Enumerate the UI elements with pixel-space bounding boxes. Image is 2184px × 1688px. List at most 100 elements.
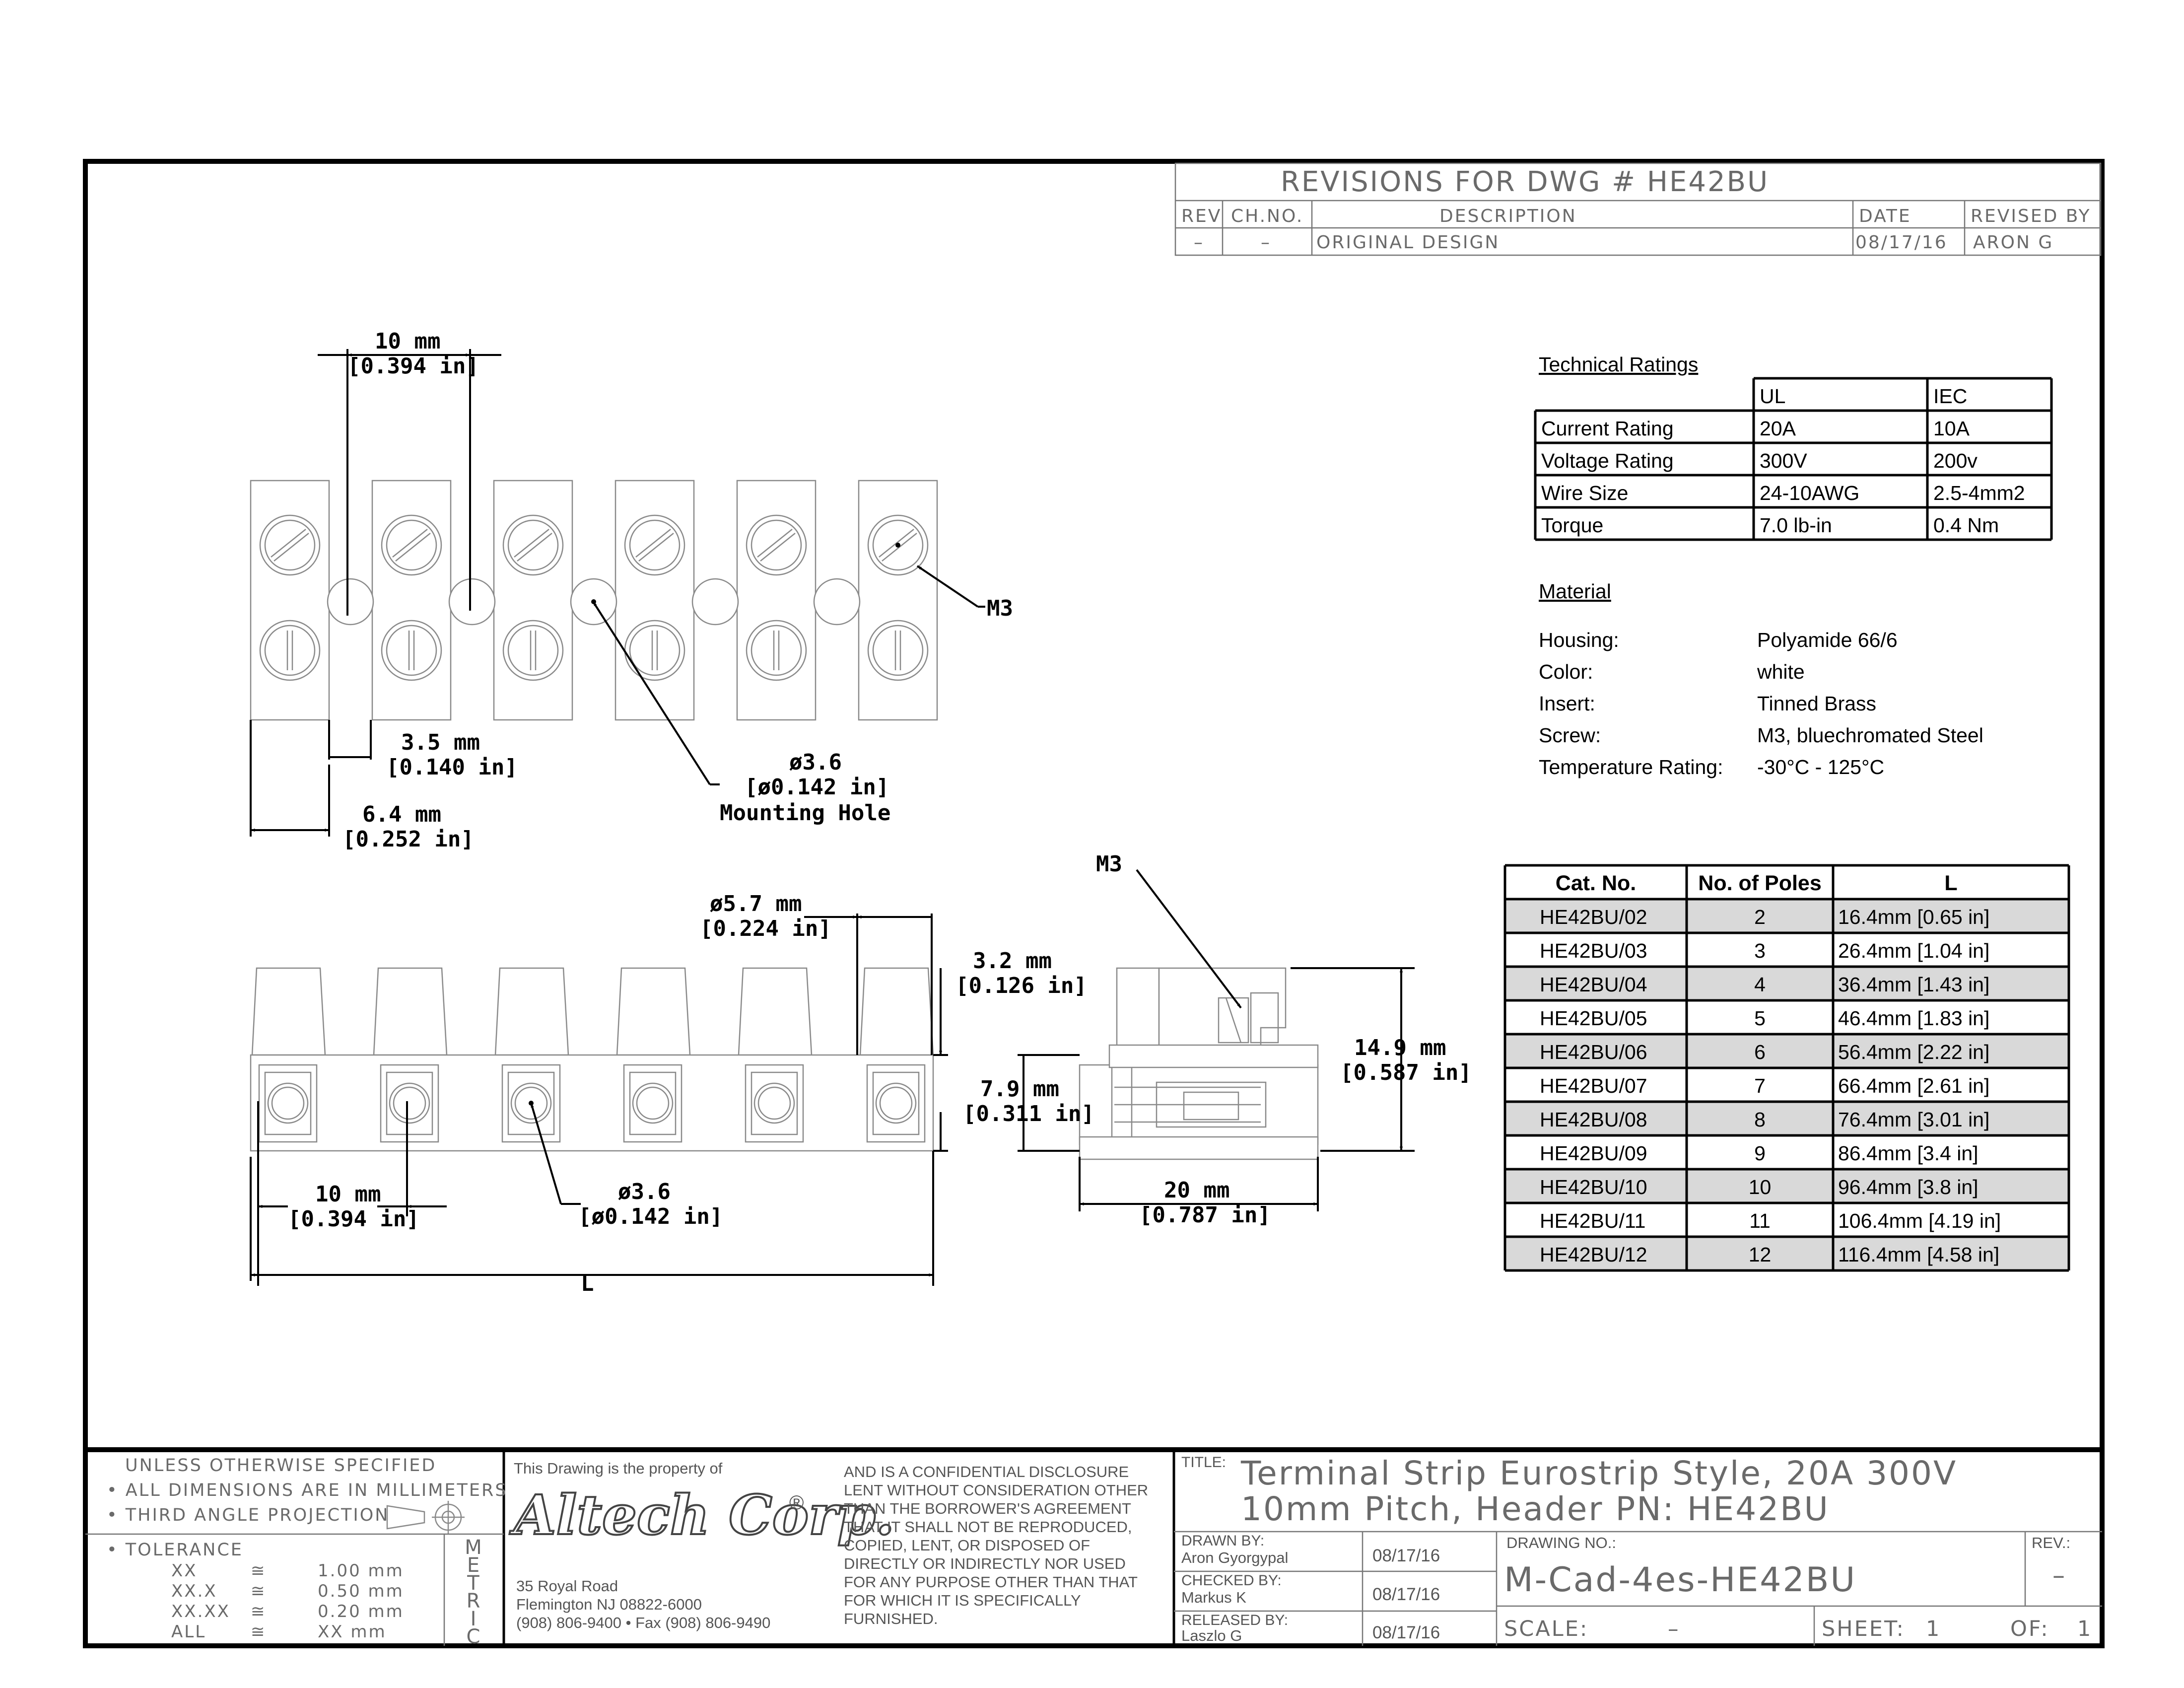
step-mm-label: 3.2 mm [973,948,1052,974]
company-address-line: Flemington NJ 08822-6000 [516,1596,702,1613]
front-view-dimensions: ø5.7 mm [0.224 in] 3.2 mm [0.126 in] 10 … [250,891,1087,1296]
metric-letter: C [467,1625,482,1648]
catalog-cat-no: HE42BU/06 [1540,1041,1647,1063]
material-value: Polyamide 66/6 [1757,629,1898,651]
catalog-cat-no: HE42BU/04 [1540,973,1647,996]
catalog-length: 106.4mm [4.19 in] [1838,1209,2001,1232]
material-label: Temperature Rating: [1539,756,1723,778]
material-value: M3, bluechromated Steel [1757,724,1983,747]
revisions-title: REVISIONS FOR DWG # HE42BU [1281,166,1769,198]
step-in-label: [0.126 in] [956,973,1087,998]
catalog-header-poles: No. of Poles [1698,871,1821,895]
catalog-length: 96.4mm [3.8 in] [1838,1176,1979,1198]
pole-body [858,480,938,721]
rating-label: Voltage Rating [1541,449,1674,472]
catalog-poles: 4 [1754,973,1766,996]
depth-in-label: [0.787 in] [1139,1202,1271,1228]
top-view-dimensions: 10 mm [0.394 in] 3.5 mm [0.140 in] 6.4 m… [250,329,1013,852]
pole-body [250,480,330,721]
wire-entry-cap [251,967,326,1056]
terminal-screw-icon [746,620,807,681]
front-view [250,967,934,1152]
catalog-cat-no: HE42BU/07 [1540,1074,1647,1097]
rating-value: 200v [1933,449,1978,472]
drawing-no-label: DRAWING NO.: [1506,1534,1616,1551]
company-address-line: 35 Royal Road [516,1577,618,1595]
all-dims-note: • ALL DIMENSIONS ARE IN MILLIMETERS [107,1480,508,1500]
rating-value: 300V [1760,449,1807,472]
pole-body [736,480,817,721]
catalog-poles: 2 [1754,906,1766,928]
wire-entry-cap [494,967,569,1056]
confidential-line: AND IS A CONFIDENTIAL DISCLOSURE [844,1463,1129,1480]
tolerance-sign: ≅ [251,1581,267,1601]
tolerance-value: 1.00 mm [318,1561,404,1581]
catalog-cat-no: HE42BU/10 [1540,1176,1647,1198]
base-in-label: [0.311 in] [963,1101,1094,1126]
catalog-poles: 9 [1754,1142,1766,1165]
catalog-header-cat-no: Cat. No. [1556,871,1636,895]
catalog-header-length: L [1944,871,1957,895]
ratings-col-ul: UL [1760,385,1785,408]
tolerance-sign: ≅ [251,1561,267,1581]
confidential-line: FOR WHICH IT IS SPECIFICALLY [844,1592,1081,1609]
rating-label: Current Rating [1541,417,1674,440]
pitch-in-label: [0.394 in] [347,353,479,379]
terminal-screw-icon [867,620,929,681]
front-hole-in-label: [ø0.142 in] [578,1204,723,1229]
depth-mm-label: 20 mm [1164,1178,1229,1203]
metric-letter: E [467,1554,481,1577]
company-address-line: (908) 806-9400 • Fax (908) 806-9490 [516,1614,770,1631]
metric-letter: T [467,1572,480,1595]
terminal-screw-icon [381,620,442,681]
catalog-cat-no: HE42BU/08 [1540,1108,1647,1131]
wire-entry-icon [745,1064,804,1143]
drawn-date: 08/17/16 [1372,1546,1440,1565]
material-section: Material Housing:Polyamide 66/6Color:whi… [1539,580,1983,778]
catalog-row-shade [1505,1102,2069,1135]
tolerance-value: 0.50 mm [318,1581,404,1601]
pole-body [614,480,695,721]
material-label: Color: [1539,660,1593,683]
tolerance-class: ALL [171,1622,206,1642]
catalog-length: 46.4mm [1.83 in] [1838,1007,1989,1030]
catalog-poles: 7 [1754,1074,1766,1097]
title-line1: Terminal Strip Eurostrip Style, 20A 300V [1240,1454,1957,1492]
base-mm-label: 7.9 mm [980,1076,1059,1102]
title-label: TITLE: [1181,1454,1226,1471]
length-label: L [581,1271,594,1296]
screw-side-label: M3 [1096,851,1122,877]
catalog-cat-no: HE42BU/12 [1540,1243,1647,1266]
material-label: Housing: [1539,629,1619,651]
checked-by-value: Markus K [1181,1589,1246,1606]
mounting-hole-label: Mounting Hole [720,800,890,826]
rev-row-date: 08/17/16 [1855,232,1948,253]
wire-clamp-screw-icon [502,514,564,576]
rev-header-chno: CH.NO. [1231,206,1303,226]
catalog-length: 76.4mm [3.01 in] [1838,1108,1989,1131]
cap-mm-label: ø5.7 mm [710,891,802,916]
screw-top-label: M3 [987,596,1013,621]
pitch-mm-label: 10 mm [375,329,440,354]
wire-clamp-screw-icon [259,514,321,576]
catalog-poles: 12 [1749,1243,1772,1266]
wire-entry-cap [616,967,691,1056]
released-by-value: Laszlo G [1181,1627,1242,1644]
catalog-cat-no: HE42BU/11 [1540,1209,1645,1232]
width-mm-label: 6.4 mm [362,802,441,827]
confidential-line: LENT WITHOUT CONSIDERATION OTHER [844,1481,1148,1499]
confidential-line: DIRECTLY OR INDIRECTLY NOR USED [844,1555,1126,1572]
ratings-heading: Technical Ratings [1539,353,1698,376]
of-value: 1 [2077,1617,2092,1641]
tolerance-class: XX [171,1561,198,1581]
catalog-cat-no: HE42BU/03 [1540,939,1647,962]
catalog-row-shade [1505,1237,2069,1270]
material-label: Screw: [1539,724,1601,747]
catalog-poles: 11 [1749,1209,1771,1232]
tolerance-value: 0.20 mm [318,1602,404,1621]
projection-note: • THIRD ANGLE PROJECTION [107,1505,389,1525]
wire-entry-cap [373,967,448,1056]
